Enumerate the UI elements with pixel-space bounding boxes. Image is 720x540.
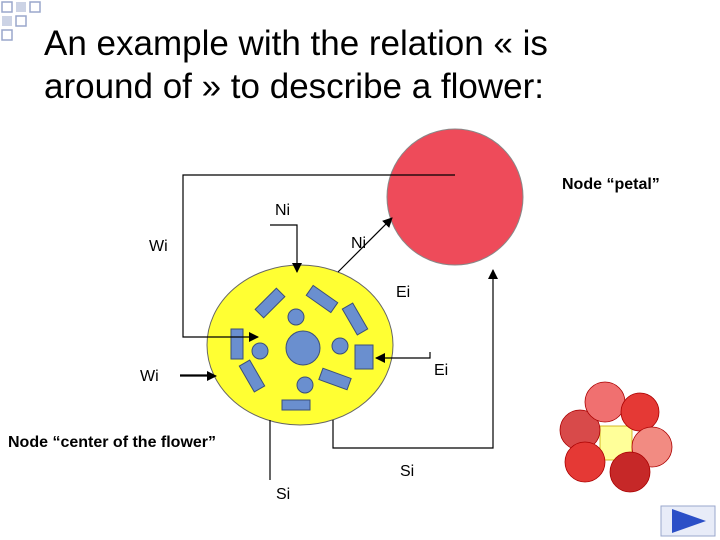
center-node-label: Node “center of the flower” [8,434,217,451]
wi-loop-line [182,174,455,342]
ni-diagonal-arrow [337,217,393,273]
si-right-label: Si [400,463,415,480]
title-line-1: An example with the relation « is [44,24,548,63]
wi-top-label: Wi [149,238,168,255]
ni-right-label: Ni [351,235,367,252]
wi-mid-label: Wi [140,368,159,385]
ei-arrow-line [375,352,431,363]
play-arrow-icon[interactable] [660,505,716,537]
ni-arrow-line [270,224,302,273]
si-loop-line [332,269,498,449]
ni-top-label: Ni [275,202,291,219]
ei-top-label: Ei [396,284,411,301]
wi-arrow-line [180,374,211,376]
petal-node-circle [386,128,524,266]
corner-decoration [1,1,41,41]
petal-node-label: Node “petal” [562,176,660,193]
ei-mid-label: Ei [434,362,449,379]
flower-icon [559,381,673,493]
title-line-2: around of » to describe a flower: [44,67,545,106]
si-bottom-label: Si [276,486,291,503]
slide-title: An example with the relation « is around… [44,22,684,108]
